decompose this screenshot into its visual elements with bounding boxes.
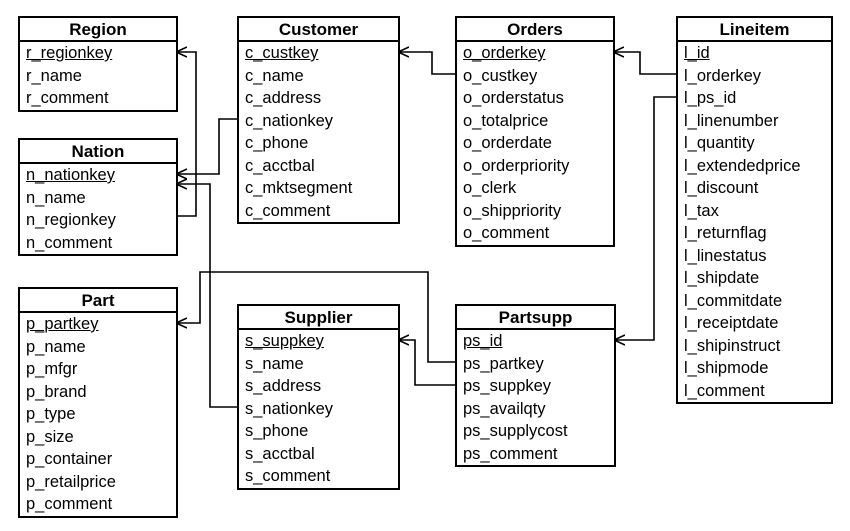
primary-key-field-s-suppkey: s_suppkey — [245, 332, 324, 350]
field-o-custkey: o_custkey — [463, 66, 538, 85]
field-p-size: p_size — [26, 427, 74, 446]
field-p-name: p_name — [26, 337, 86, 356]
field-o-shippriority: o_shippriority — [463, 201, 562, 220]
field-c-address: c_address — [245, 89, 322, 107]
table-supplier: Supplier s_suppkey s_name s_address s_nation… — [237, 304, 400, 490]
primary-key-field-n-nationkey: n_nationkey — [26, 166, 115, 184]
field-l-shipmode: l_shipmode — [684, 359, 769, 377]
field-l-linestatus: l_linestatus — [684, 246, 767, 265]
table-title: Region — [20, 18, 176, 42]
field-l-commitdate: l_commitdate — [684, 291, 783, 310]
field-r-name: r_name — [26, 66, 82, 85]
field-l-linenumber: l_linenumber — [684, 111, 779, 130]
field-s-address: s_address — [245, 377, 322, 395]
table-title: Nation — [20, 140, 176, 164]
field-p-retailprice: p_retailprice — [26, 472, 116, 491]
table-title: Customer — [239, 18, 398, 42]
field-l-discount: l_discount — [684, 179, 759, 197]
table-title: Part — [20, 289, 176, 313]
field-l-returnflag: l_returnflag — [684, 224, 767, 242]
field-p-brand: p_brand — [26, 382, 87, 401]
field-c-acctbal: c_acctbal — [245, 156, 315, 175]
field-ps-partkey: ps_partkey — [463, 354, 544, 373]
field-c-name: c_name — [245, 66, 304, 85]
field-o-clerk: o_clerk — [463, 179, 517, 197]
field-ps-comment: ps_comment — [463, 444, 558, 463]
table-orders: Orders o_orderkey o_custkey o_orderstatus o_… — [455, 16, 615, 247]
fk-l-orderkey-to-o-orderkey — [613, 52, 678, 75]
field-l-quantity: l_quantity — [684, 134, 755, 152]
field-r-comment: r_comment — [26, 89, 109, 107]
table-part: Part p_partkey p_name p_mfgr p_brand p_type p_… — [18, 287, 178, 518]
field-l-comment: l_comment — [684, 381, 765, 400]
primary-key-field-l-id: l_id — [684, 44, 710, 62]
field-o-comment: o_comment — [463, 224, 550, 242]
field-p-type: p_type — [26, 405, 76, 423]
field-o-orderpriority: o_orderpriority — [463, 156, 570, 175]
field-ps-suppkey: ps_suppkey — [463, 377, 552, 395]
field-s-phone: s_phone — [245, 422, 309, 440]
table-title: Lineitem — [678, 18, 831, 42]
fk-ps-suppkey-to-s-suppkey — [398, 340, 457, 386]
primary-key-field-p-partkey: p_partkey — [26, 315, 99, 333]
field-s-acctbal: s_acctbal — [245, 444, 315, 463]
field-n-comment: n_comment — [26, 233, 113, 252]
field-s-name: s_name — [245, 354, 304, 373]
field-o-orderstatus: o_orderstatus — [463, 89, 564, 107]
field-p-container: p_container — [26, 450, 113, 468]
field-l-tax: l_tax — [684, 201, 719, 220]
field-p-mfgr: p_mfgr — [26, 360, 78, 378]
field-n-regionkey: n_regionkey — [26, 211, 116, 229]
table-partsupp: Partsupp ps_id ps_partkey ps_suppkey ps_avai… — [455, 304, 616, 467]
primary-key-field-r-regionkey: r_regionkey — [26, 44, 113, 62]
field-l-extendedprice: l_extendedprice — [684, 156, 801, 175]
field-s-comment: s_comment — [245, 467, 331, 485]
fk-l-ps-id-to-ps-id — [614, 96, 678, 340]
primary-key-field-c-custkey: c_custkey — [245, 44, 319, 62]
field-s-nationkey: s_nationkey — [245, 399, 334, 418]
field-l-shipdate: l_shipdate — [684, 269, 760, 287]
fk-s-nationkey-to-n-nationkey — [176, 184, 239, 408]
field-c-mktsegment: c_mktsegment — [245, 179, 353, 197]
field-l-orderkey: l_orderkey — [684, 66, 762, 85]
field-l-receiptdate: l_receiptdate — [684, 314, 779, 332]
field-ps-supplycost: ps_supplycost — [463, 422, 568, 440]
primary-key-field-ps-id: ps_id — [463, 332, 503, 350]
table-lineitem: Lineitem l_id l_orderkey l_ps_id l_linenumbe… — [676, 16, 833, 404]
field-n-name: n_name — [26, 188, 86, 207]
field-c-nationkey: c_nationkey — [245, 111, 334, 130]
fk-c-nationkey-to-n-nationkey — [176, 118, 239, 174]
table-nation: Nation n_nationkey n_name n_regionkey n_comm… — [18, 138, 178, 256]
field-p-comment: p_comment — [26, 495, 113, 513]
field-c-phone: c_phone — [245, 134, 309, 152]
table-customer: Customer c_custkey c_name c_address c_nation… — [237, 16, 400, 224]
field-c-comment: c_comment — [245, 201, 331, 220]
table-title: Orders — [457, 18, 613, 42]
primary-key-field-o-orderkey: o_orderkey — [463, 44, 546, 62]
fk-n-regionkey-to-r-regionkey — [176, 52, 197, 217]
field-o-totalprice: o_totalprice — [463, 111, 549, 130]
table-title: Partsupp — [457, 306, 614, 330]
table-title: Supplier — [239, 306, 398, 330]
field-l-ps-id: l_ps_id — [684, 89, 737, 107]
field-l-shipinstruct: l_shipinstruct — [684, 336, 781, 355]
field-o-orderdate: o_orderdate — [463, 134, 552, 152]
table-region: Region r_regionkey r_name r_comment — [18, 16, 178, 112]
field-ps-availqty: ps_availqty — [463, 399, 546, 418]
fk-o-custkey-to-c-custkey — [398, 52, 457, 75]
